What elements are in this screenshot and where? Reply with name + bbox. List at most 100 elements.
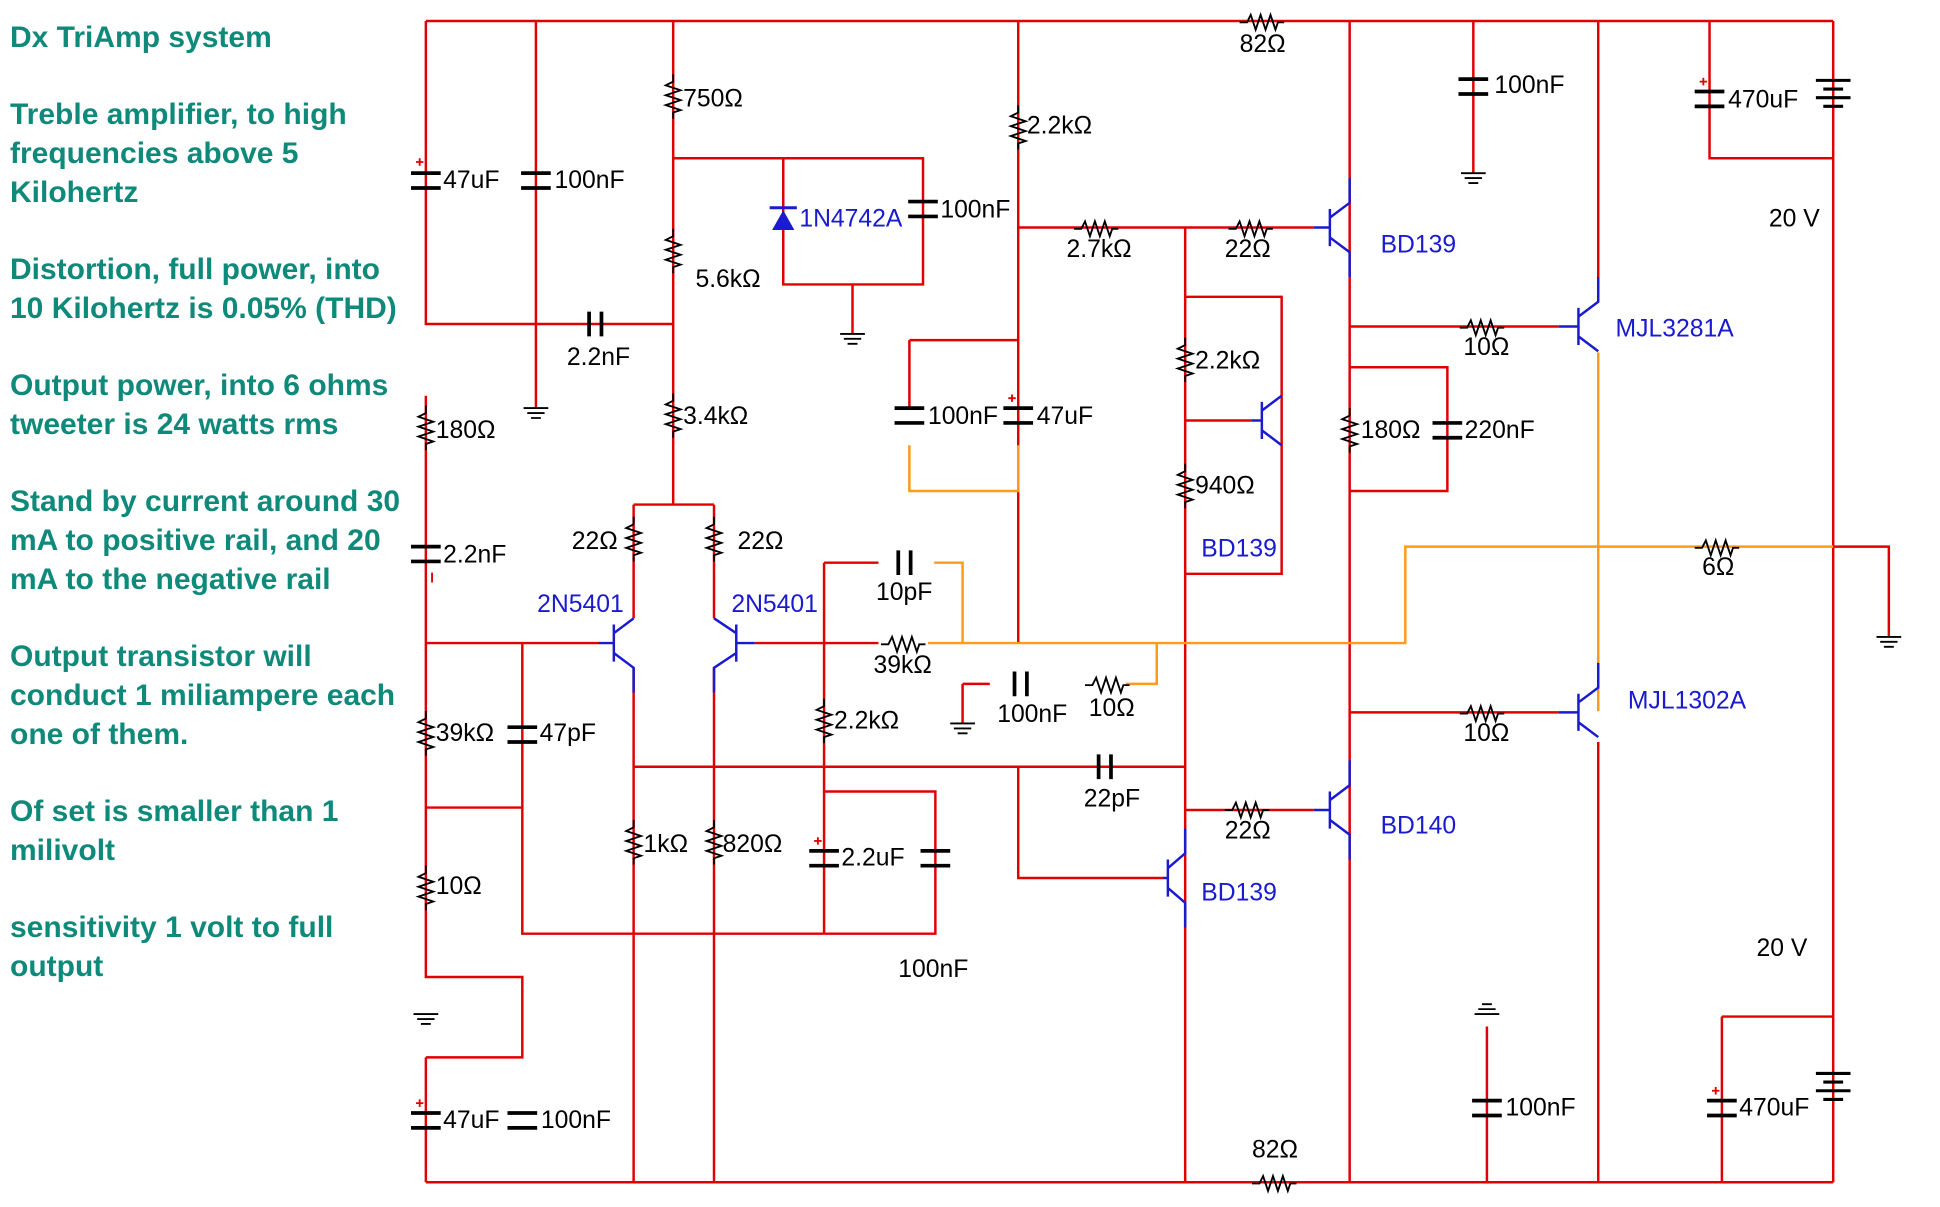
label-c-47u-bl: 47uF xyxy=(443,1107,499,1134)
label-c-100n-b: 100nF xyxy=(997,701,1067,728)
transistor-bd139-mid xyxy=(1251,394,1283,447)
ground-symbol xyxy=(523,407,549,419)
battery-bottom xyxy=(1815,1071,1851,1101)
capacitor-470u-top xyxy=(1694,89,1725,109)
label-c-2n2-b: 2.2nF xyxy=(443,542,506,569)
note-output-power: Output power, into 6 ohms tweeter is 24 … xyxy=(10,369,389,441)
label-r-39k-b: 39kΩ xyxy=(436,720,494,747)
capacitor-470u-bot xyxy=(1707,1098,1737,1118)
label-r-750: 750Ω xyxy=(683,85,743,112)
label-r-10-c: 10Ω xyxy=(1463,720,1509,747)
label-q-bd139-bot: BD139 xyxy=(1201,879,1277,906)
label-r-10-a: 10Ω xyxy=(1463,334,1509,361)
capacitor-47u-mid xyxy=(1003,406,1034,425)
label-c-100n-bot2: 100nF xyxy=(1505,1094,1575,1121)
ground-symbol xyxy=(413,1013,439,1025)
label-q-mjl1302: MJL1302A xyxy=(1628,688,1747,715)
polarity-marks xyxy=(415,77,1720,1107)
label-c-2u2: 2.2uF xyxy=(841,845,904,872)
resistor-10-b xyxy=(1084,676,1131,694)
label-c-100n-zener: 100nF xyxy=(940,197,1010,224)
description-text: Dx TriAmp system Treble amplifier, to hi… xyxy=(10,18,410,1024)
label-c-10p: 10pF xyxy=(876,579,932,606)
ground-symbol xyxy=(1474,1003,1500,1016)
label-r-5k6: 5.6kΩ xyxy=(695,266,760,293)
component-labels: 82Ω 100nF 470uF 47uF 100nF 750Ω 1N4742A … xyxy=(436,31,1821,1164)
label-c-220n: 220nF xyxy=(1465,417,1535,444)
label-r-2k2-top: 2.2kΩ xyxy=(1027,113,1092,140)
transistor-mjl1302a xyxy=(1558,662,1600,739)
label-r-22-d: 22Ω xyxy=(1225,817,1271,844)
label-r-22-b: 22Ω xyxy=(738,528,784,555)
label-c-47u-mid: 47uF xyxy=(1037,403,1093,430)
transistor-bd139-top xyxy=(1313,178,1351,278)
note-distortion: Distortion, full power, into 10 Kilohert… xyxy=(10,253,397,325)
transistor-bd139-bot xyxy=(1162,828,1187,928)
capacitor-2n2-a xyxy=(587,311,604,337)
ground-symbol xyxy=(1876,635,1902,648)
note-title: Dx TriAmp system xyxy=(10,21,272,54)
label-c-470u-top: 470uF xyxy=(1728,87,1798,114)
note-sensitivity: sensitivity 1 volt to full output xyxy=(10,911,334,983)
transistor-2n5401-a xyxy=(598,617,635,693)
capacitor-100n-b xyxy=(1012,671,1029,697)
transistors xyxy=(598,178,1600,928)
label-q-2n5401-a: 2N5401 xyxy=(537,591,624,618)
note-output-transistor: Output transistor will conduct 1 miliamp… xyxy=(10,640,396,751)
label-r-2k7: 2.7kΩ xyxy=(1066,236,1131,263)
label-c-470u-bot: 470uF xyxy=(1739,1094,1809,1121)
capacitor-22p xyxy=(1096,754,1113,780)
label-c-2n2-a: 2.2nF xyxy=(567,344,630,371)
label-r-22-a: 22Ω xyxy=(572,528,618,555)
label-c-47u-tl: 47uF xyxy=(443,167,499,194)
label-c-47p: 47pF xyxy=(540,720,596,747)
capacitor-100n-bottom xyxy=(920,848,951,868)
label-q-bd139-top: BD139 xyxy=(1381,231,1457,258)
label-c-100n-bottom: 100nF xyxy=(898,956,968,983)
capacitor-47u-bl xyxy=(411,1111,441,1130)
wires xyxy=(424,19,1891,1184)
capacitors xyxy=(411,77,1737,1130)
capacitor-100n-mid xyxy=(894,406,925,425)
label-r-82-top: 82Ω xyxy=(1240,31,1286,58)
capacitor-2n2-b xyxy=(411,544,441,564)
zener-diode xyxy=(769,158,797,285)
capacitor-10p xyxy=(896,550,913,576)
capacitor-100n-top xyxy=(1458,77,1489,96)
capacitor-2u2 xyxy=(809,848,839,868)
label-r-10-left: 10Ω xyxy=(436,873,482,900)
ground-symbol xyxy=(1460,172,1486,184)
note-frequency: Treble amplifier, to high frequencies ab… xyxy=(10,98,347,209)
label-r-2k2-c: 2.2kΩ xyxy=(834,707,899,734)
label-c-100n-top: 100nF xyxy=(1494,72,1564,99)
capacitor-220n xyxy=(1432,421,1463,440)
label-r-22-c: 22Ω xyxy=(1225,236,1271,263)
label-c-100n-tl: 100nF xyxy=(554,167,624,194)
label-r-82-bot: 82Ω xyxy=(1252,1137,1298,1164)
capacitor-47u-tl xyxy=(411,171,441,190)
transistor-mjl3281a xyxy=(1558,277,1600,353)
transistor-bd140 xyxy=(1313,760,1351,860)
label-r-10-b: 10Ω xyxy=(1089,695,1135,722)
label-q-bd140: BD140 xyxy=(1381,813,1457,840)
label-r-39k-a: 39kΩ xyxy=(874,652,932,679)
capacitor-47p xyxy=(507,725,538,744)
note-standby-current: Stand by current around 30 mA to positiv… xyxy=(10,485,401,596)
label-c-22p: 22pF xyxy=(1084,785,1140,812)
capacitor-100n-bl xyxy=(507,1111,538,1130)
label-r-180-left: 180Ω xyxy=(436,417,496,444)
label-v-20-top: 20 V xyxy=(1769,205,1820,232)
capacitor-100n-zener xyxy=(908,199,938,219)
resistor-39k-a xyxy=(880,635,927,653)
capacitor-100n-bot2 xyxy=(1472,1098,1502,1118)
label-c-100n-mid: 100nF xyxy=(928,403,998,430)
transistor-2n5401-b xyxy=(712,617,755,693)
note-offset: Of set is smaller than 1 milivolt xyxy=(10,795,339,867)
feedback-wires xyxy=(908,352,1834,712)
label-r-2k2-vbe: 2.2kΩ xyxy=(1195,348,1260,375)
label-r-3k4: 3.4kΩ xyxy=(683,403,748,430)
label-r-6: 6Ω xyxy=(1702,554,1734,581)
label-r-940: 940Ω xyxy=(1195,472,1255,499)
ground-symbol xyxy=(840,332,865,345)
